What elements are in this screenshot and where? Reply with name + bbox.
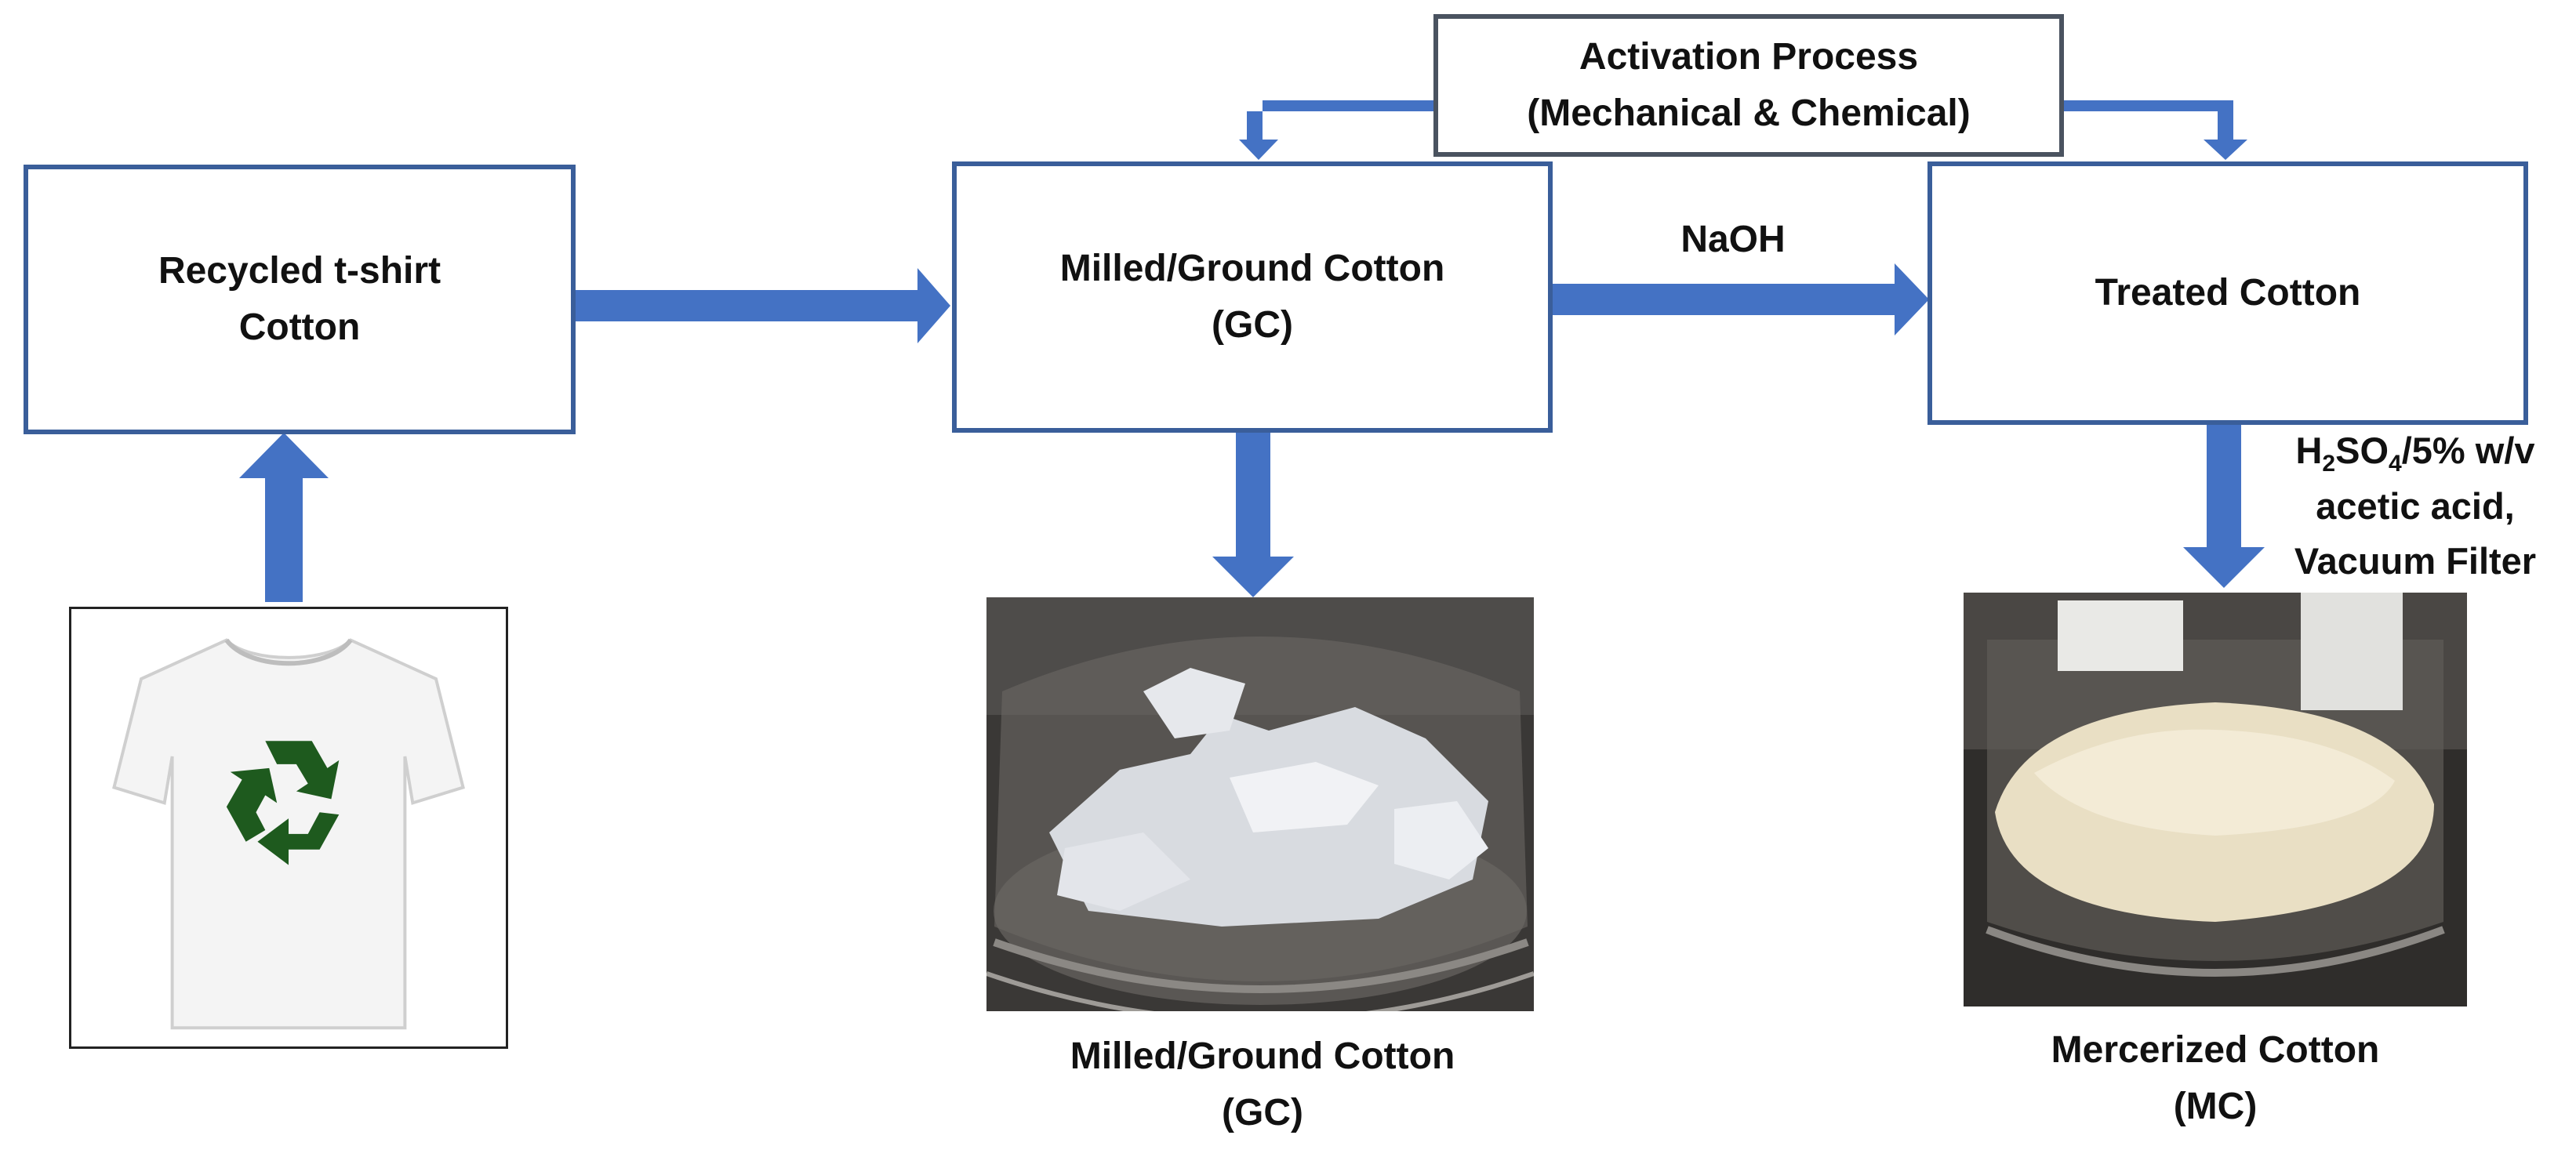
box-treated-cotton: Treated Cotton [1927,161,2528,425]
box-activation-process: Activation Process (Mechanical & Chemica… [1433,14,2064,157]
box-recycled-line2: Cotton [238,306,361,348]
caption-mercerized-line1: Mercerized Cotton [2051,1029,2380,1071]
label-naoh: NaOH [1680,219,1786,260]
arrow-milled-to-photo [1212,430,1294,597]
box-milled-line2: (GC) [1212,304,1293,346]
box-milled-line1: Milled/Ground Cotton [1059,248,1445,289]
caption-milled-line2: (GC) [1222,1092,1303,1133]
caption-mercerized-cotton: Mercerized Cotton (MC) [1937,1022,2494,1135]
milled-cotton-photo [986,597,1534,1011]
box-recycled-line1: Recycled t-shirt [158,250,441,292]
label-acid-line1: H2SO4/5% w/v [2295,430,2535,477]
box-treated-line1: Treated Cotton [2095,272,2361,314]
caption-mercerized-line2: (MC) [2173,1086,2258,1127]
arrow-treated-to-mercerized [2183,421,2265,588]
label-acid-line2: acetic acid, [2316,484,2515,527]
box-recycled-cotton: Recycled t-shirt Cotton [24,165,576,434]
tshirt-image [69,607,508,1049]
arrow-activation-to-milled [1239,100,1437,160]
box-milled-cotton: Milled/Ground Cotton (GC) [952,161,1553,433]
arrow-activation-to-treated [2061,100,2247,160]
mercerized-cotton-photo [1964,593,2467,1006]
recycle-icon [226,741,340,865]
label-acid-treatment: H2SO4/5% w/v acetic acid, Vacuum Filter [2258,423,2572,589]
arrow-milled-to-treated [1553,263,1929,335]
box-activation-line2: (Mechanical & Chemical) [1527,92,1971,134]
arrow-tshirt-to-recycled [239,433,329,602]
arrow-recycled-to-milled [574,268,950,343]
label-acid-line3: Vacuum Filter [2294,540,2537,582]
caption-milled-line1: Milled/Ground Cotton [1070,1035,1455,1077]
caption-milled-cotton: Milled/Ground Cotton (GC) [965,1028,1560,1141]
box-activation-line1: Activation Process [1579,36,1919,78]
